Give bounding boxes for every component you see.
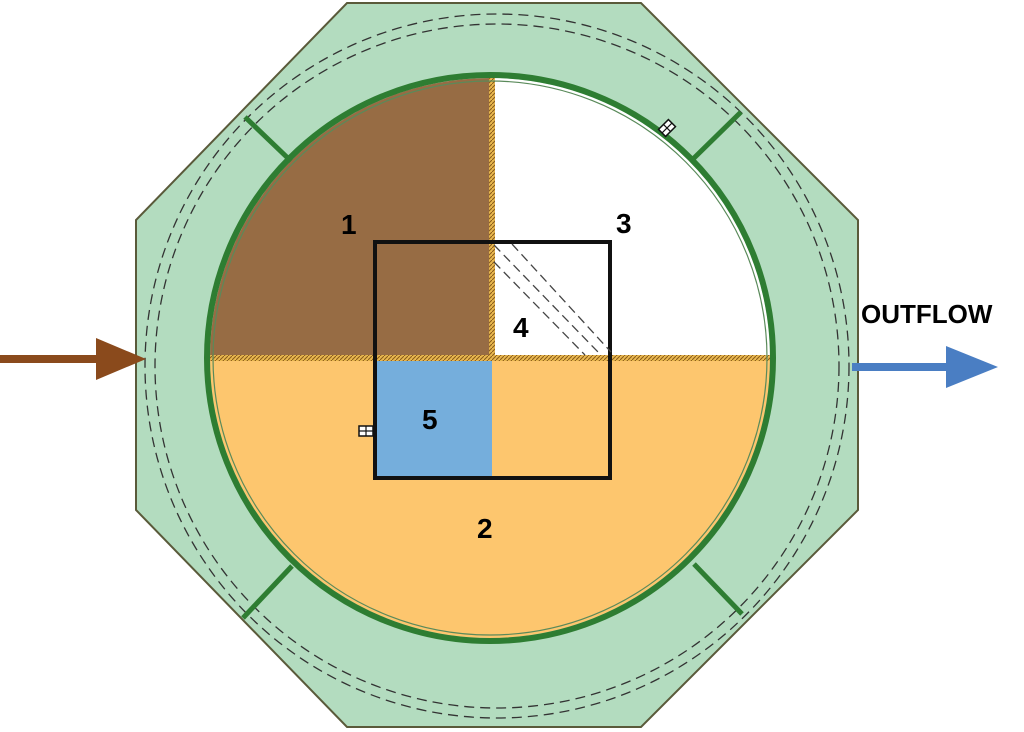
inner-ring-edge: [212, 80, 768, 636]
zone-2-label: 2: [477, 513, 493, 544]
dashed-path-inner: [154, 23, 840, 709]
outflow-label: OUTFLOW: [861, 299, 993, 329]
berm-divider-se: [692, 562, 744, 616]
divider-vertical: [489, 78, 495, 358]
inner-ring: [204, 72, 776, 644]
monitor-device-icon: [358, 425, 374, 437]
berm-divider-sw: [241, 564, 294, 620]
berm-divider-ne: [690, 110, 743, 162]
outflow-arrow-icon: [852, 346, 998, 388]
zone-5-label: 5: [422, 404, 438, 435]
dashed-path-outer: [144, 13, 850, 719]
zone-4-dashed-line-c: [511, 243, 612, 353]
monitor-device-icon: [657, 118, 677, 138]
zone-4-dashed-line-a: [493, 244, 599, 353]
zone-1-label: 1: [341, 209, 357, 240]
berm-divider-nw: [243, 115, 295, 165]
zone-5-area: [375, 358, 492, 478]
zone-3-label: 3: [616, 208, 632, 239]
zone-4-square: [373, 240, 612, 480]
zone-4-label: 4: [513, 312, 529, 343]
inflow-arrow-icon: [0, 338, 146, 380]
zone-4-dashed-line-b: [493, 261, 586, 356]
